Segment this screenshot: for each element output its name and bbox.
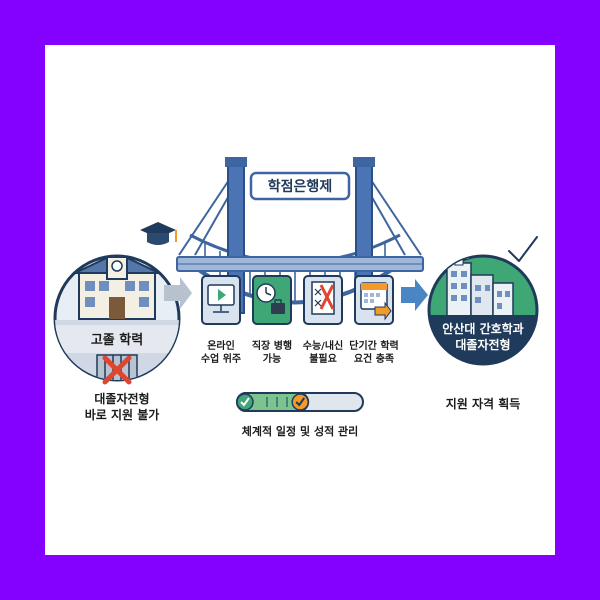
university-illustration: 안산대 간호학과 대졸자전형 xyxy=(427,234,540,366)
arrow-to-university xyxy=(401,279,428,311)
progress-label: 체계적 일정 및 성적 관리 xyxy=(242,424,359,438)
high-school-label: 고졸 학력 xyxy=(91,332,143,348)
high-school-caption: 대졸자전형 바로 지원 불가 xyxy=(84,392,160,422)
video-lesson-icon xyxy=(207,284,235,313)
step-no-exam xyxy=(303,275,343,325)
progress-start-check-icon xyxy=(236,393,254,411)
clock-icon xyxy=(111,260,123,272)
step-no-exam-label: 수능/내신 불필요 xyxy=(302,341,344,365)
credit-bank-diagram: 학점은행제 xyxy=(53,157,540,438)
step-short-term xyxy=(354,275,394,325)
bridge-sign xyxy=(249,171,351,201)
graduation-cap-icon xyxy=(140,222,177,245)
step-work-compatible-label: 직장 병행 가능 xyxy=(251,341,293,365)
progress-tracker xyxy=(236,392,364,412)
step-short-term-label: 단기간 학력 요건 충족 xyxy=(349,341,399,365)
step-work-compatible xyxy=(252,275,292,325)
calendar-document-icon xyxy=(360,282,392,321)
checkmark-icon xyxy=(506,234,540,264)
progress-current-check-icon xyxy=(291,393,309,411)
university-label-line1: 안산대 간호학과 xyxy=(442,321,523,336)
university-caption: 지원 자격 획득 xyxy=(445,397,521,411)
arrow-to-steps xyxy=(164,277,192,309)
blocked-x-icon xyxy=(102,355,132,385)
high-school-illustration: 고졸 학력 xyxy=(53,222,181,385)
step-online-lesson xyxy=(201,275,241,325)
bridge-sign-text: 학점은행제 xyxy=(268,178,332,195)
university-label-line2: 대졸자전형 xyxy=(455,337,510,352)
diagram-card: 학점은행제 xyxy=(45,45,555,555)
step-online-lesson-label: 온라인 수업 위주 xyxy=(200,341,242,365)
clock-briefcase-icon xyxy=(256,283,285,314)
exam-paper-icon xyxy=(311,281,335,315)
